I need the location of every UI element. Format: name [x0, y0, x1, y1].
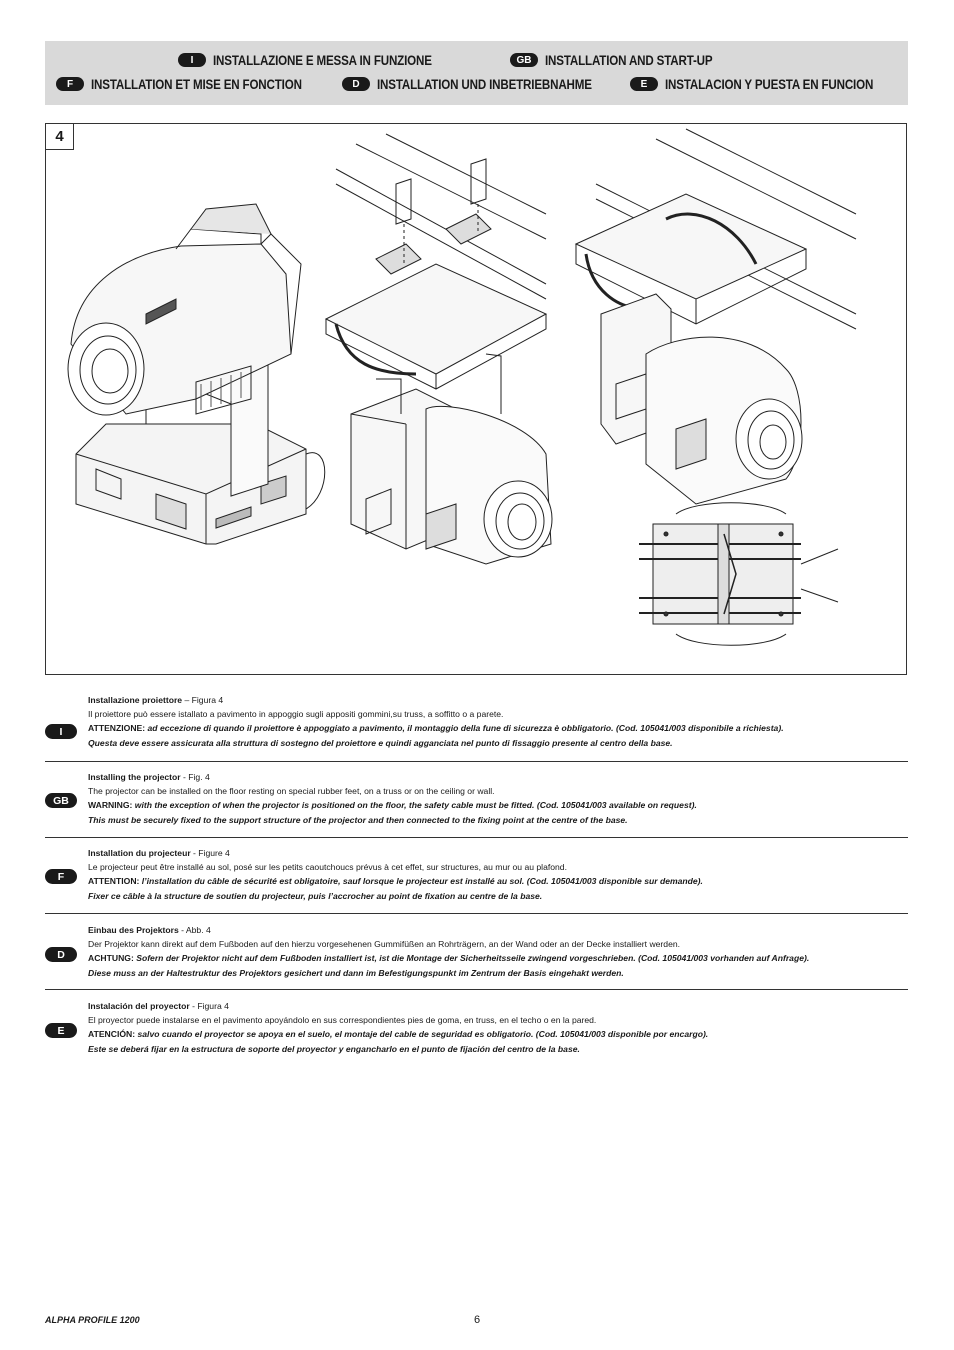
warning-text: Sofern der Projektor nicht auf dem Fußbo… — [133, 953, 810, 964]
section-gb-text: Installing the projector - Fig. 4 The pr… — [88, 770, 908, 827]
projector-floor-drawing — [67, 203, 326, 545]
section-divider — [45, 761, 908, 762]
language-badge-gb: GB — [510, 53, 538, 67]
figure-ref: - Figure 4 — [190, 848, 230, 858]
section-title: Installazione proiettore — [88, 695, 183, 705]
section-title: Installing the projector — [88, 772, 181, 782]
warning-text: salvo cuando el proyector se apoya en el… — [135, 1029, 709, 1040]
header-title-de: INSTALLATION UND INBETRIEBNAHME — [377, 76, 592, 92]
section-it: I Installazione proiettore – Figura 4 Il… — [45, 693, 908, 762]
section-fr-text: Installation du projecteur - Figure 4 Le… — [88, 846, 908, 903]
warning-label: ACHTUNG: — [88, 953, 134, 964]
warning-text-2: Este se deberá fijar en la estructura de… — [88, 1043, 580, 1054]
warning-text: with the exception of when the projector… — [132, 800, 697, 811]
section-it-text: Installazione proiettore – Figura 4 Il p… — [88, 693, 908, 750]
section-title: Installation du projecteur — [88, 848, 191, 858]
warning-text-2: Questa deve essere assicurata alla strut… — [88, 737, 673, 748]
header-item-gb: GB INSTALLATION AND START-UP — [510, 51, 740, 69]
warning-label: WARNING: — [88, 800, 133, 811]
page-number: 6 — [473, 1314, 481, 1326]
header-item-it: I INSTALLAZIONE E MESSA IN FUNZIONE — [178, 51, 467, 69]
section-body: Der Projektor kann direkt auf dem Fußbod… — [88, 939, 681, 950]
language-badge-gb: GB — [45, 793, 77, 808]
header-title-es: INSTALACION Y PUESTA EN FUNCION — [665, 76, 874, 92]
section-es-text: Instalación del proyector - Figura 4 El … — [88, 999, 908, 1056]
language-badge-fr: F — [56, 77, 84, 91]
section-body: Il proiettore può essere istallato a pav… — [88, 709, 504, 720]
header-title-fr: INSTALLATION ET MISE EN FONCTION — [91, 76, 302, 92]
base-safety-cable-drawing — [639, 502, 839, 646]
section-body: Le projecteur peut être installé au sol,… — [88, 862, 567, 873]
figure-4-box: 4 — [45, 123, 907, 675]
projector-truss-clamps-drawing — [324, 133, 553, 565]
language-badge-de: D — [45, 947, 77, 962]
language-badge-it: I — [178, 53, 206, 67]
figure-ref: - Abb. 4 — [178, 925, 211, 935]
header-item-es: E INSTALACION Y PUESTA EN FUNCION — [630, 75, 907, 93]
language-badge-it: I — [45, 724, 77, 739]
section-de-text: Einbau des Projektors - Abb. 4 Der Proje… — [88, 923, 908, 980]
section-body: The projector can be installed on the fl… — [88, 786, 495, 797]
warning-text-2: This must be securely fixed to the suppo… — [88, 814, 628, 825]
section-divider — [45, 837, 908, 838]
section-de: D Einbau des Projektors - Abb. 4 Der Pro… — [45, 923, 908, 990]
warning-label: ATTENZIONE: — [88, 723, 146, 734]
section-es: E Instalación del proyector - Figura 4 E… — [45, 999, 908, 1061]
warning-label: ATTENTION: — [88, 876, 140, 887]
figure-ref: - Figura 4 — [189, 1001, 229, 1011]
language-badge-es: E — [45, 1023, 77, 1038]
language-badge-es: E — [630, 77, 658, 91]
header-bar: I INSTALLAZIONE E MESSA IN FUNZIONE GB I… — [45, 41, 908, 105]
warning-label: ATENCIÓN: — [88, 1029, 136, 1040]
section-fr: F Installation du projecteur - Figure 4 … — [45, 846, 908, 914]
footer-product-name: ALPHA PROFILE 1200 — [45, 1315, 140, 1325]
language-badge-de: D — [342, 77, 370, 91]
figure-ref: - Fig. 4 — [180, 772, 210, 782]
language-badge-fr: F — [45, 869, 77, 884]
figure-ref: – Figura 4 — [182, 695, 224, 705]
section-body: El proyector puede instalarse en el pavi… — [88, 1015, 597, 1026]
header-title-it: INSTALLAZIONE E MESSA IN FUNZIONE — [213, 52, 432, 68]
section-divider — [45, 913, 908, 914]
warning-text: ad eccezione di quando il proiettore è a… — [145, 723, 784, 734]
projector-hanging-drawing — [574, 128, 857, 505]
header-title-gb: INSTALLATION AND START-UP — [545, 52, 713, 68]
header-item-de: D INSTALLATION UND INBETRIEBNAHME — [342, 75, 627, 93]
section-gb: GB Installing the projector - Fig. 4 The… — [45, 770, 908, 838]
section-title: Einbau des Projektors — [88, 925, 179, 935]
figure-number: 4 — [46, 124, 74, 150]
section-title: Instalación del proyector — [88, 1001, 190, 1011]
section-divider — [45, 989, 908, 990]
header-item-fr: F INSTALLATION ET MISE EN FONCTION — [56, 75, 336, 93]
warning-text: l’installation du câble de sécurité est … — [139, 876, 703, 887]
warning-text-2: Fixer ce câble à la structure de soutien… — [88, 890, 543, 901]
installation-illustration — [67, 128, 857, 646]
warning-text-2: Diese muss an der Haltestruktur des Proj… — [88, 967, 624, 978]
